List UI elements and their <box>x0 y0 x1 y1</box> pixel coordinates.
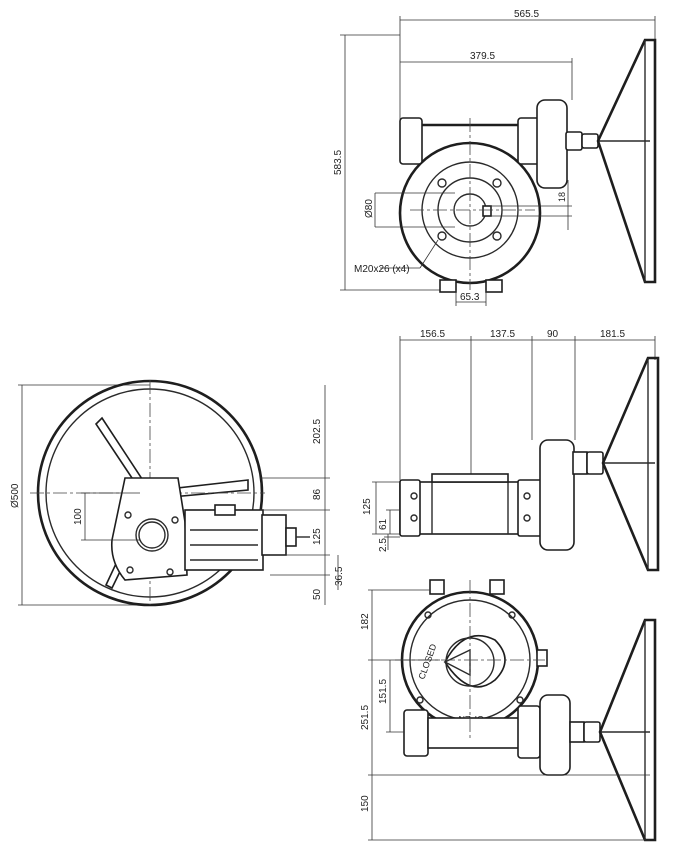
label-closed: CLOSED <box>416 642 438 681</box>
dim-v5: 50 <box>312 588 323 600</box>
dim-v4: 36.5 <box>334 566 345 586</box>
dim-key: 18 <box>557 192 567 202</box>
dim-d: 181.5 <box>600 329 625 340</box>
dim-150: 150 <box>360 795 371 812</box>
dim-182: 182 <box>360 613 371 630</box>
dim-v3: 125 <box>312 528 323 545</box>
dim-handwheel: Ø500 <box>10 483 21 508</box>
dim-b: 137.5 <box>490 329 515 340</box>
dim-bore: Ø80 <box>364 199 375 218</box>
side-view: Ø500 202.5 8 <box>10 379 345 607</box>
dim-251: 251.5 <box>360 705 371 730</box>
dim-height: 583.5 <box>333 150 344 175</box>
dim-h1: 125 <box>362 498 373 515</box>
dim-v1: 202.5 <box>312 419 323 444</box>
dim-c: 90 <box>547 329 559 340</box>
top-view: 565.5 379.5 583.5 <box>333 9 657 306</box>
dim-overall-width: 565.5 <box>514 9 539 20</box>
front-view: 156.5 137.5 90 181.5 125 61 2.5 <box>362 329 660 572</box>
dim-h3: 2.5 <box>378 538 389 552</box>
dim-a: 156.5 <box>420 329 445 340</box>
dim-thread: M20x26 (x4) <box>354 264 410 275</box>
dim-151: 151.5 <box>378 679 389 704</box>
dim-body-width: 379.5 <box>470 51 495 62</box>
dim-offset: 65.3 <box>460 292 480 303</box>
dim-v2: 86 <box>312 488 323 500</box>
dim-h100: 100 <box>73 508 84 525</box>
dim-h2: 61 <box>378 518 389 530</box>
bottom-view: CLOSED OPEN 182 251.5 150 151.5 <box>360 579 657 842</box>
